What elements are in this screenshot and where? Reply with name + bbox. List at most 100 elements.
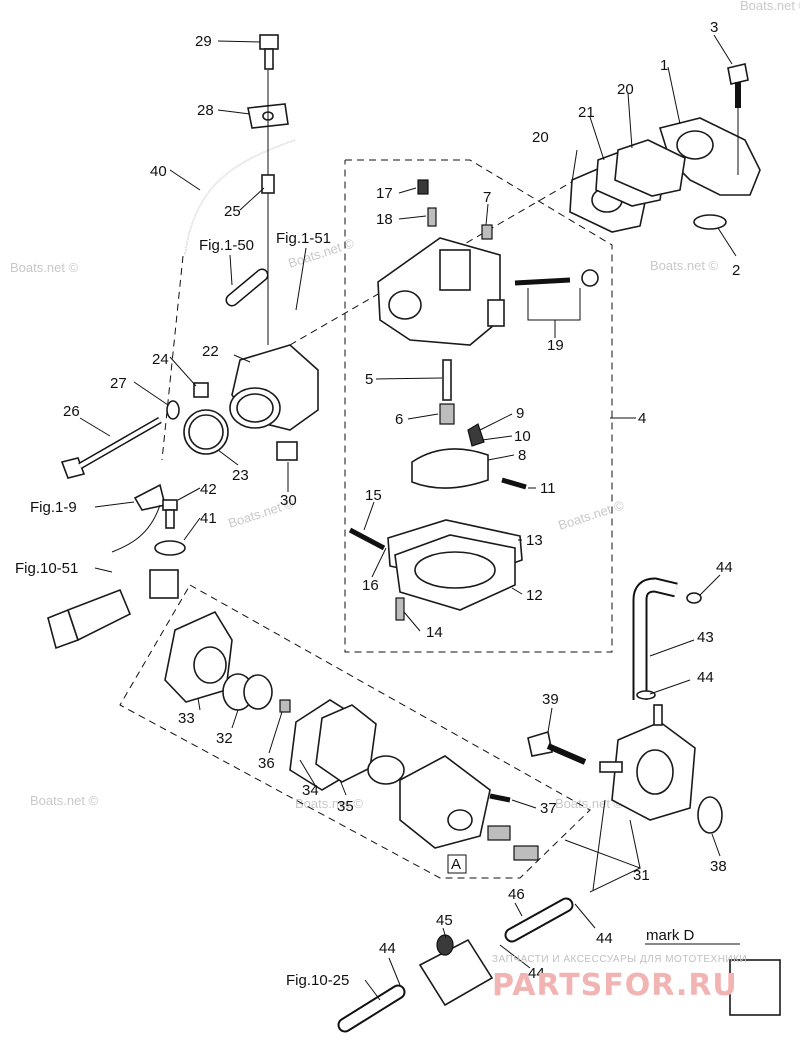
callout-45: 45 [436, 912, 453, 929]
bolt-42-shank [165, 509, 175, 529]
watermark: Boats.net © [740, 0, 800, 13]
fuel-pump-outlet [653, 704, 663, 726]
figref-1-9: Fig.1-9 [30, 499, 77, 516]
float-8 [411, 448, 489, 489]
callout-27: 27 [110, 375, 127, 392]
fuel-line [592, 799, 606, 891]
mark-d-label: mark D [646, 927, 695, 944]
pump-body-bore [447, 809, 473, 831]
carburetor-assembly-outline [344, 159, 613, 653]
callout-21: 21 [578, 104, 595, 121]
fitting-block [149, 569, 179, 599]
callout-35: 35 [337, 798, 354, 815]
float-chamber-12-well [414, 551, 496, 589]
callout-3: 3 [710, 19, 718, 36]
carburetor-boss [487, 299, 505, 327]
callout-46: 46 [508, 886, 525, 903]
callout-44-hose: 44 [596, 930, 613, 947]
figref-1-51: Fig.1-51 [276, 230, 331, 247]
figref-10-25: Fig.10-25 [286, 972, 349, 989]
spring-pump [367, 755, 405, 785]
pump-plunger [513, 845, 539, 861]
spring-18 [427, 207, 437, 227]
callout-40: 40 [150, 163, 167, 180]
callout-25: 25 [224, 203, 241, 220]
callout-8: 8 [518, 447, 526, 464]
intake-silencer-22-inner [236, 393, 274, 423]
callout-22: 22 [202, 343, 219, 360]
choke-cable-40-core [184, 139, 296, 256]
screw-37 [489, 793, 511, 803]
collar-30 [276, 441, 298, 461]
callout-43: 43 [697, 629, 714, 646]
hose-46-fill [506, 899, 572, 941]
callout-44-bottom: 44 [528, 965, 545, 982]
watermark: Boats.net © [10, 260, 79, 275]
diaphragm-disc [243, 674, 273, 710]
main-jet-6 [439, 403, 455, 425]
figure-references: Fig.1-50 Fig.1-51 Fig.1-9 Fig.10-51 Fig.… [15, 230, 349, 989]
bracket-fig1-9 [133, 483, 166, 511]
callout-36: 36 [258, 755, 275, 772]
callout-5: 5 [365, 371, 373, 388]
watermark: Boats.net © [30, 793, 99, 808]
watermark: Boats.net © [650, 258, 719, 273]
watermark: Boats.net © [556, 497, 626, 532]
carburetor-bore [388, 290, 422, 320]
callout-20-top: 20 [617, 81, 634, 98]
watermark-layer: Boats.net © Boats.net © Boats.net © Boat… [10, 0, 800, 811]
carburetor-throttle [439, 249, 471, 291]
bolt-39-head [527, 730, 553, 757]
watermark: Boats.net © [295, 796, 364, 811]
callout-44-pump: 44 [697, 669, 714, 686]
footer-branding: ЗАПЧАСТИ И АКСЕССУАРЫ ДЛЯ МОТОТЕХНИКИ PA… [492, 954, 747, 1003]
oring-2 [693, 214, 727, 230]
manifold-1-port [676, 130, 714, 160]
callout-32: 32 [216, 730, 233, 747]
assembly-outlines [119, 159, 613, 879]
callout-7: 7 [483, 189, 491, 206]
bolt-29 [259, 34, 279, 50]
callout-12: 12 [526, 587, 543, 604]
callout-11: 11 [540, 480, 556, 497]
callout-37: 37 [540, 800, 557, 817]
screw-36 [279, 699, 291, 713]
callout-31: 31 [633, 867, 650, 884]
pump-spring [487, 825, 511, 841]
callout-33: 33 [178, 710, 195, 727]
mark-d-part [729, 959, 781, 1016]
callout-18: 18 [376, 211, 393, 228]
callout-10: 10 [514, 428, 531, 445]
dash-connector [161, 255, 184, 461]
callout-1: 1 [660, 57, 668, 74]
hose-43-fill [634, 579, 678, 700]
washer-27 [166, 400, 180, 420]
oring-38 [697, 796, 723, 834]
mark-a-label: A [451, 856, 461, 873]
sleeve-25 [261, 174, 275, 194]
gasket-20b [614, 139, 686, 197]
bolt-42 [162, 499, 178, 511]
mark-a-box [447, 854, 467, 874]
screw-19 [514, 277, 571, 286]
callout-38: 38 [710, 858, 727, 875]
clip-44-pump [636, 690, 656, 700]
fuel-filter-45 [418, 938, 494, 1007]
screw-17 [417, 179, 429, 195]
drain-screw-15 [348, 527, 386, 551]
callout-14: 14 [426, 624, 443, 641]
fuel-pump-31-face [636, 749, 674, 795]
leader-lines [79, 34, 740, 1001]
callout-20: 20 [532, 129, 549, 146]
callout-29: 29 [195, 33, 212, 50]
float-pin-11 [501, 477, 527, 490]
bolt-26-shank-fill [79, 418, 161, 468]
callout-2: 2 [732, 262, 740, 279]
callout-19: 19 [547, 337, 564, 354]
main-nozzle-5 [442, 359, 452, 401]
callout-42: 42 [200, 481, 217, 498]
callout-4: 4 [638, 410, 646, 427]
callout-39: 39 [542, 691, 559, 708]
parts-layer [47, 34, 781, 1033]
